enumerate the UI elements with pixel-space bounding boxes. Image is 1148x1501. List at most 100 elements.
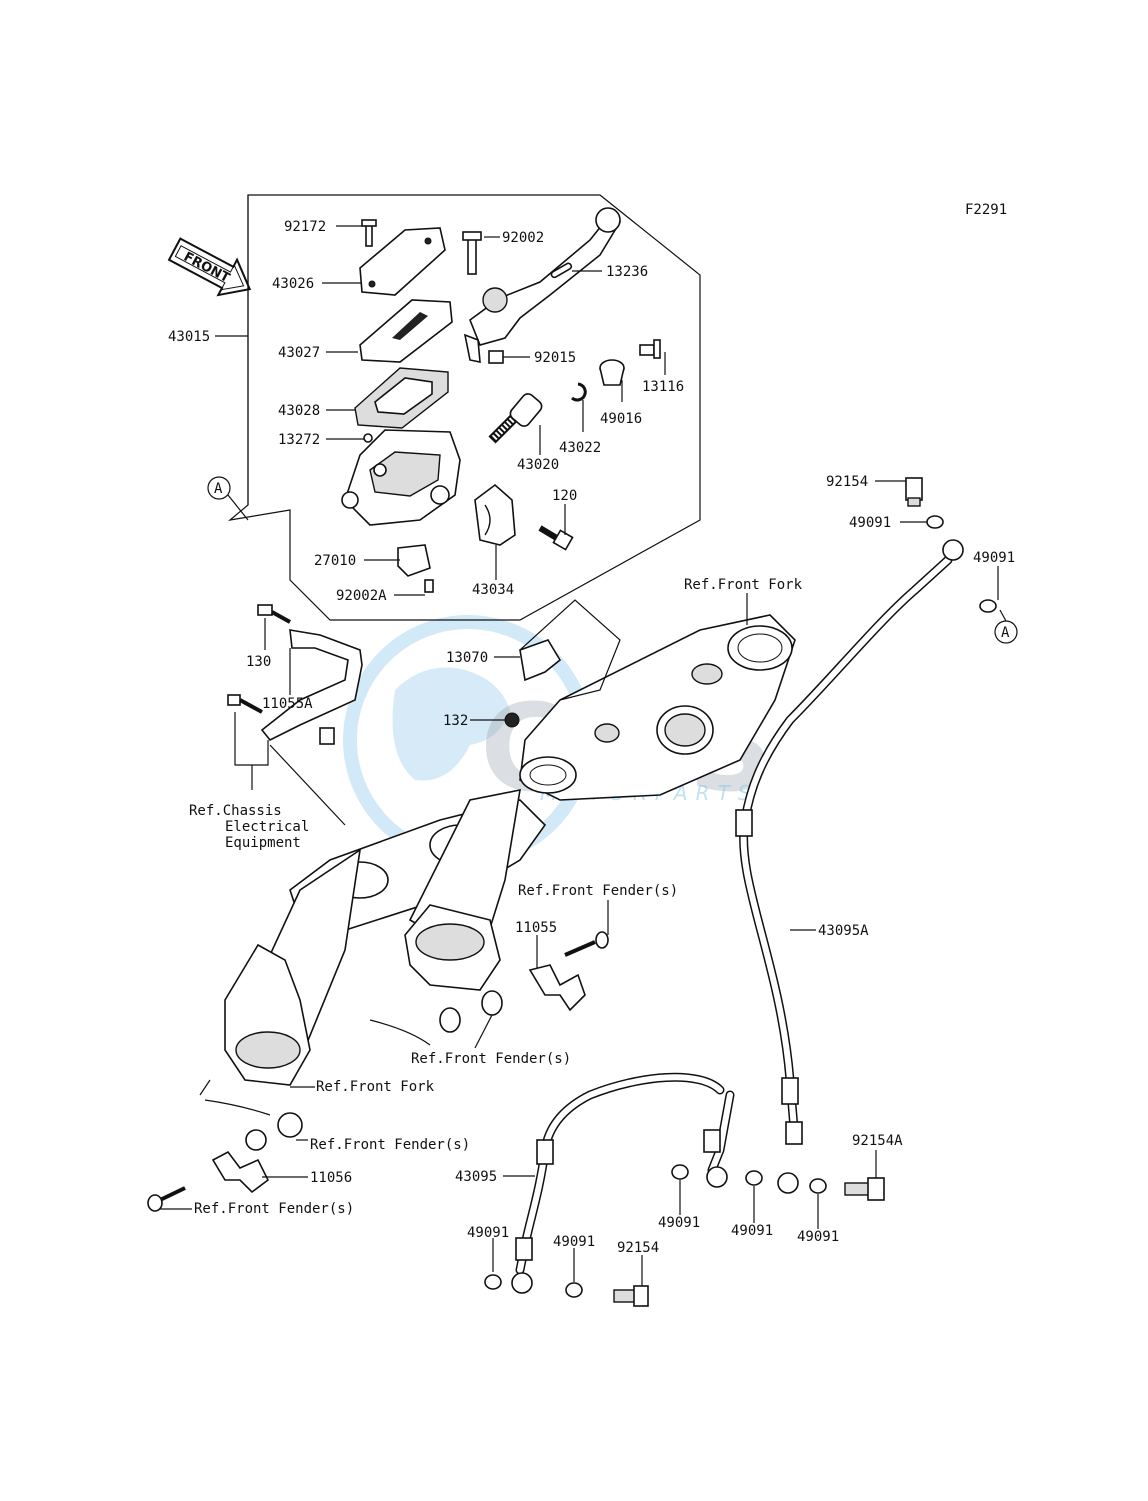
nut-92015 <box>488 350 504 364</box>
label-92154-bottom: 92154 <box>617 1240 659 1256</box>
washer-49091-g <box>809 1178 827 1194</box>
piston-assembly-43020 <box>488 393 543 444</box>
label-ref-front-fork-bottom: Ref.Front Fork <box>316 1079 435 1095</box>
label-27010: 27010 <box>314 553 356 569</box>
label-13236: 13236 <box>606 264 648 280</box>
label-11055: 11055 <box>515 920 557 936</box>
bolt-chassis <box>227 694 263 714</box>
label-49091-g: 49091 <box>797 1229 839 1245</box>
brake-hose-43095A <box>735 555 953 1145</box>
bolt-120 <box>538 525 574 551</box>
washer-49091-c <box>484 1274 502 1290</box>
pivot-bolt-92002 <box>462 231 482 275</box>
label-49091-a: 49091 <box>849 515 891 531</box>
ref-chassis-bracket-line <box>234 712 269 790</box>
clip-11055 <box>528 964 586 1012</box>
label-92172: 92172 <box>284 219 326 235</box>
screw-92172 <box>361 219 377 247</box>
label-92154A: 92154A <box>852 1133 903 1149</box>
washer-49091-d <box>565 1282 583 1298</box>
clip-11056 <box>211 1150 270 1194</box>
label-132: 132 <box>443 713 468 729</box>
label-92154-top: 92154 <box>826 474 868 490</box>
bracket-11055A <box>260 629 363 745</box>
upper-bracket <box>519 614 796 801</box>
label-130: 130 <box>246 654 271 670</box>
label-ref-front-fender-1: Ref.Front Fender(s) <box>518 883 678 899</box>
washer-49091-e <box>671 1164 689 1180</box>
label-49091-c: 49091 <box>467 1225 509 1241</box>
brake-lever-13236 <box>463 207 622 363</box>
label-49091-b: 49091 <box>973 550 1015 566</box>
label-43034: 43034 <box>472 582 514 598</box>
screw-13272 <box>363 433 373 443</box>
screw-fender-4 <box>147 1186 186 1212</box>
label-49091-e: 49091 <box>658 1215 700 1231</box>
brake-hose-43095 <box>515 1072 735 1275</box>
labels: 92172 92002 43026 13236 43015 43027 9201… <box>168 219 1015 1256</box>
banjo-bolt-92154-top <box>905 477 923 507</box>
label-43022: 43022 <box>559 440 601 456</box>
front-arrow-icon: FRONT <box>167 237 252 297</box>
label-ref-chassis-1: Ref.Chassis <box>189 803 282 819</box>
clamp-43034 <box>474 483 516 546</box>
label-11055A: 11055A <box>262 696 313 712</box>
banjo-bolt-92154-bottom <box>613 1285 649 1307</box>
label-43095: 43095 <box>455 1169 497 1185</box>
boot-49016 <box>599 359 625 386</box>
fork-tube-left <box>224 848 362 1086</box>
label-92002: 92002 <box>502 230 544 246</box>
banjo-fitting-lower-2 <box>706 1166 728 1188</box>
label-92002A: 92002A <box>336 588 387 604</box>
label-43027: 43027 <box>278 345 320 361</box>
label-43028: 43028 <box>278 403 320 419</box>
leader-lines <box>160 225 999 1286</box>
label-49016: 49016 <box>600 411 642 427</box>
figure-code: F2291 <box>965 202 1007 218</box>
watermark-continents-icon <box>392 667 510 781</box>
switch-13116 <box>639 339 661 359</box>
circlip-43022 <box>571 382 587 402</box>
label-92015: 92015 <box>534 350 576 366</box>
washer-49091-b <box>979 599 997 613</box>
banjo-fitting-lower-3 <box>777 1172 799 1194</box>
label-43026: 43026 <box>272 276 314 292</box>
callout-a-left: A <box>207 476 249 521</box>
label-13070: 13070 <box>446 650 488 666</box>
washer-49091-f <box>745 1170 763 1186</box>
label-13116: 13116 <box>642 379 684 395</box>
diaphragm-plate-43027 <box>359 299 453 363</box>
collar-lower-left <box>245 1112 303 1151</box>
label-ref-front-fender-3: Ref.Front Fender(s) <box>310 1137 470 1153</box>
fork-tube-right <box>404 788 521 991</box>
fork-dash-lines <box>199 1019 431 1116</box>
label-ref-front-fender-2: Ref.Front Fender(s) <box>411 1051 571 1067</box>
banjo-fitting-lower-1 <box>511 1272 533 1294</box>
kit-outline-43015 <box>227 194 701 621</box>
master-cylinder-body <box>341 429 461 526</box>
diaphragm-43028 <box>354 367 449 429</box>
label-13272: 13272 <box>278 432 320 448</box>
washer-49091-a <box>926 515 944 529</box>
svg-text:A: A <box>1001 625 1010 641</box>
switch-27010 <box>397 544 431 577</box>
label-49091-d: 49091 <box>553 1234 595 1250</box>
label-120: 120 <box>552 488 577 504</box>
label-ref-chassis-2: Electrical <box>225 819 309 835</box>
screw-fender-1 <box>564 931 609 957</box>
bracket-13070 <box>519 599 621 701</box>
screw-92002A <box>424 579 434 593</box>
nut-132 <box>504 712 520 728</box>
banjo-fitting-top <box>942 539 964 561</box>
bolt-130 <box>257 604 291 624</box>
label-43095A: 43095A <box>818 923 869 939</box>
label-43015: 43015 <box>168 329 210 345</box>
ref-line-chassis-bracket <box>269 744 346 826</box>
callout-a-right: A <box>994 609 1018 644</box>
label-ref-front-fender-4: Ref.Front Fender(s) <box>194 1201 354 1217</box>
banjo-bolt-92154A <box>844 1177 885 1201</box>
grommet-fender-2 <box>439 990 503 1033</box>
label-ref-front-fork-top: Ref.Front Fork <box>684 577 803 593</box>
label-43020: 43020 <box>517 457 559 473</box>
